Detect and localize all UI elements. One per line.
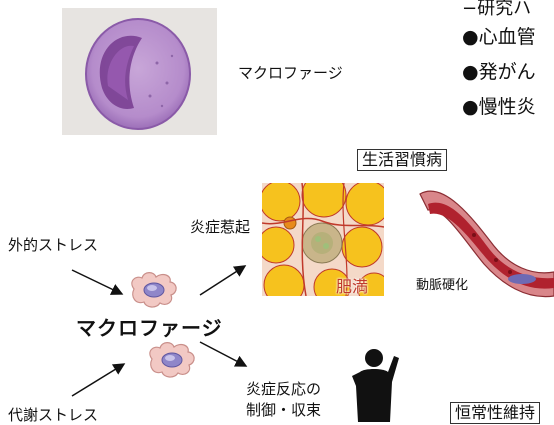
adipose-tissue-image: 肥満 — [262, 183, 384, 296]
resolution-label-line2: 制御・収束 — [246, 399, 321, 420]
arrow-to-resolution — [200, 342, 246, 366]
inflammation-trigger-label: 炎症惹起 — [190, 216, 250, 237]
resolution-label-line1: 炎症反応の — [246, 378, 321, 399]
macrophage-center-label: マクロファージ — [76, 312, 223, 341]
obesity-label: 肥満 — [336, 273, 368, 296]
arteriosclerosis-label: 動脈硬化 — [416, 274, 468, 293]
homeostasis-box: 恒常性維持 — [450, 402, 540, 424]
arrow-to-inflammation — [200, 266, 245, 295]
macrophage-cell-icon-top — [126, 269, 182, 309]
arrow-metabolic-to-macrophage — [72, 364, 124, 396]
arrow-external-to-macrophage — [72, 270, 122, 294]
person-silhouette-icon — [350, 346, 400, 422]
macrophage-cell-icon-bottom — [144, 339, 200, 379]
